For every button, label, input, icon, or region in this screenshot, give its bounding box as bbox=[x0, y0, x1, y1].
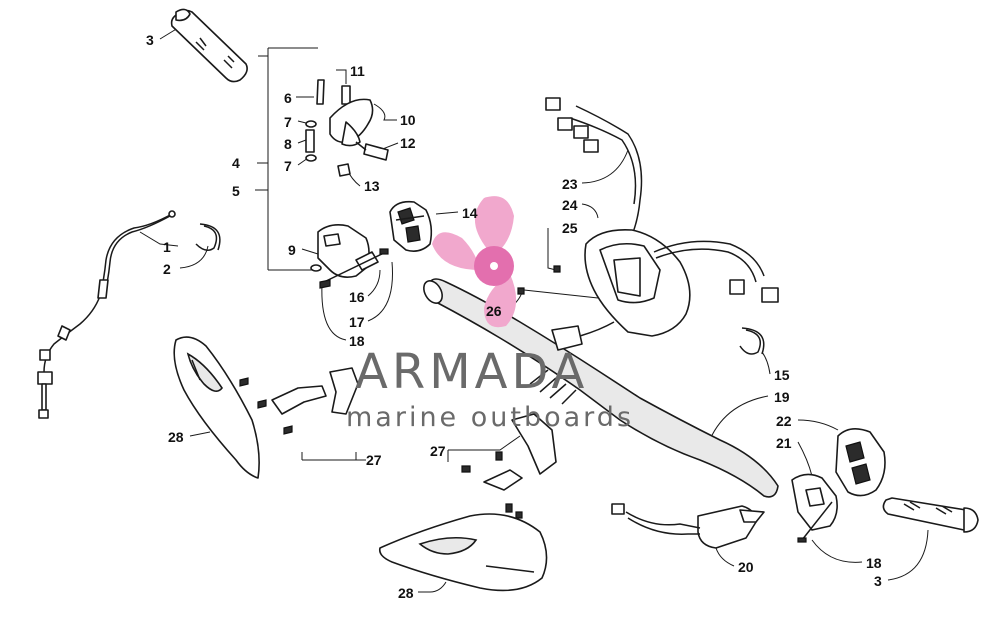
callout-labels: 3 11 6 10 7 8 12 7 4 13 5 14 1 2 9 16 17… bbox=[146, 32, 882, 601]
hand-grip-right bbox=[882, 497, 979, 533]
propeller-blade-right bbox=[484, 274, 517, 328]
armada-watermark: ARMADA marine outboards bbox=[346, 196, 634, 433]
propeller-hub-center bbox=[490, 262, 498, 270]
propeller-logo bbox=[432, 196, 517, 328]
callout-5: 5 bbox=[232, 183, 240, 199]
switch-housing-left bbox=[389, 200, 433, 252]
guard-mount-bracket-left bbox=[239, 367, 359, 435]
callout-11: 11 bbox=[350, 63, 365, 79]
callout-18: 18 bbox=[349, 333, 365, 349]
callout-17: 17 bbox=[349, 314, 365, 330]
snap-ring-left bbox=[195, 223, 221, 251]
callout-12: 12 bbox=[400, 135, 416, 151]
callout-7: 7 bbox=[284, 114, 292, 130]
callout-7: 7 bbox=[284, 158, 292, 174]
callout-27: 27 bbox=[430, 443, 446, 459]
callout-20: 20 bbox=[738, 559, 754, 575]
callout-27: 27 bbox=[366, 452, 382, 468]
watermark-brand: ARMADA bbox=[355, 344, 588, 400]
callout-13: 13 bbox=[364, 178, 380, 194]
callout-25: 25 bbox=[562, 220, 578, 236]
callout-18: 18 bbox=[866, 555, 882, 571]
callout-4: 4 bbox=[232, 155, 240, 171]
switch-housing-right bbox=[835, 428, 886, 497]
callout-24: 24 bbox=[562, 197, 578, 213]
hand-grip-left bbox=[170, 8, 248, 83]
callout-6: 6 bbox=[284, 90, 292, 106]
hand-guard-left bbox=[173, 336, 260, 479]
propeller-blade-top bbox=[474, 196, 514, 250]
callout-2: 2 bbox=[163, 261, 171, 277]
propeller-blade-left bbox=[432, 232, 480, 270]
callout-28: 28 bbox=[168, 429, 184, 445]
throttle-lever-assembly bbox=[305, 79, 389, 177]
callout-3: 3 bbox=[874, 573, 882, 589]
callout-8: 8 bbox=[284, 136, 292, 152]
callout-26: 26 bbox=[486, 303, 502, 319]
mount-bracket-right bbox=[791, 473, 838, 543]
callout-1: 1 bbox=[163, 239, 171, 255]
callout-19: 19 bbox=[774, 389, 790, 405]
throttle-cable bbox=[37, 210, 176, 419]
handlebar bbox=[423, 278, 779, 498]
grip-heater-element bbox=[611, 503, 765, 549]
hand-guard-right bbox=[378, 513, 548, 592]
callout-22: 22 bbox=[776, 413, 792, 429]
watermark-tagline: marine outboards bbox=[346, 402, 634, 433]
control-pod-and-harness bbox=[517, 97, 779, 351]
callout-15: 15 bbox=[774, 367, 790, 383]
snap-ring-right bbox=[739, 327, 765, 355]
callout-21: 21 bbox=[776, 435, 792, 451]
callout-28: 28 bbox=[398, 585, 414, 601]
callout-23: 23 bbox=[562, 176, 578, 192]
guard-mount-bracket-right bbox=[461, 413, 557, 519]
callout-3: 3 bbox=[146, 32, 154, 48]
callout-16: 16 bbox=[349, 289, 365, 305]
callout-10: 10 bbox=[400, 112, 416, 128]
throttle-housing bbox=[310, 224, 389, 289]
callout-9: 9 bbox=[288, 242, 296, 258]
callout-14: 14 bbox=[462, 205, 478, 221]
